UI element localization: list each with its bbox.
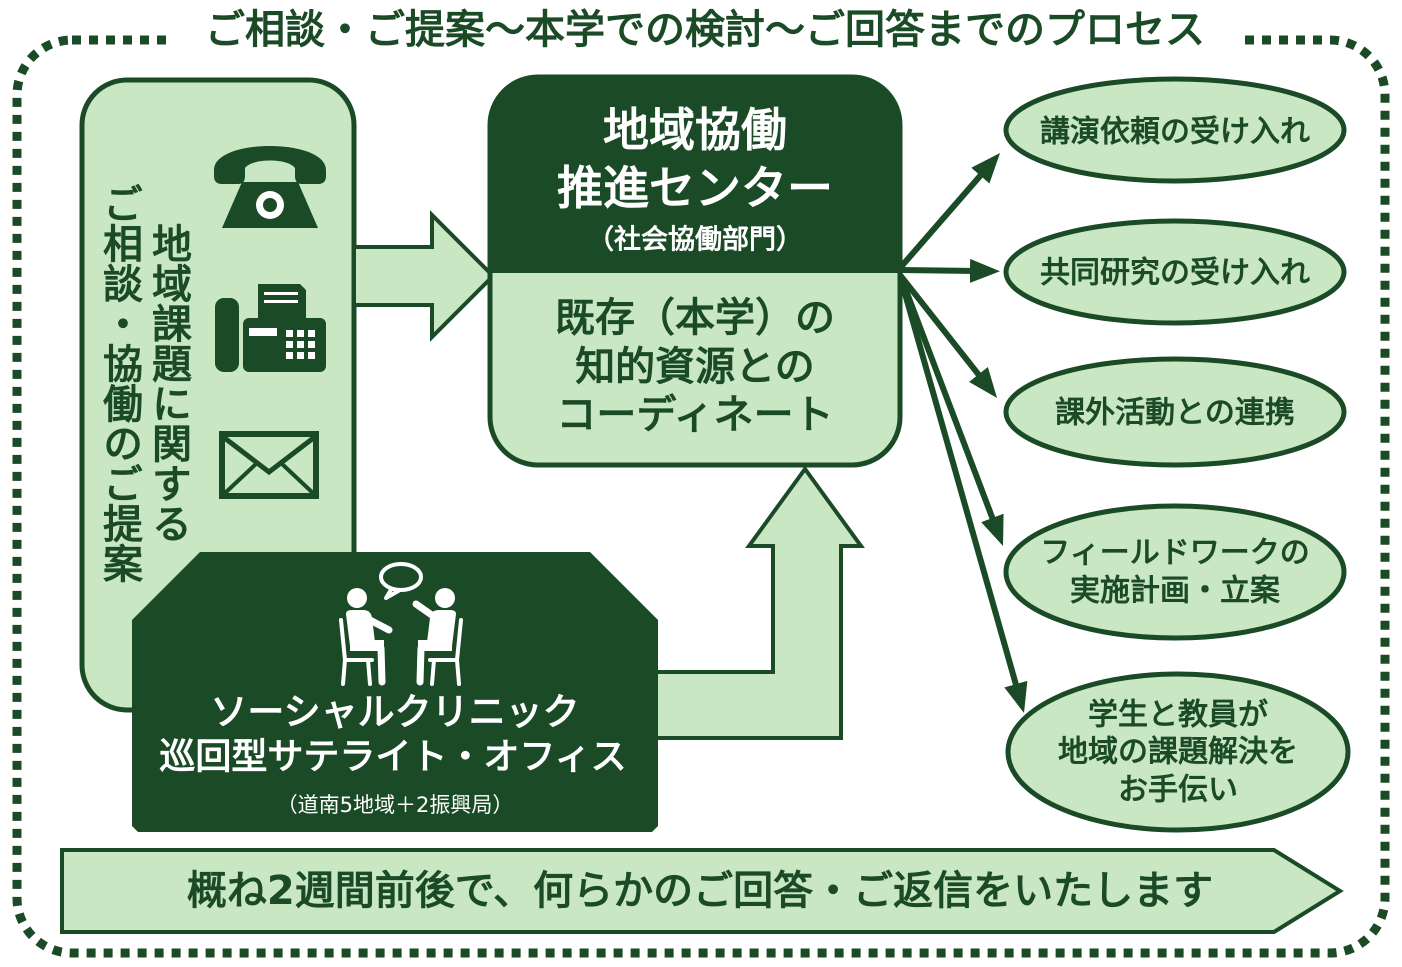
clinic-note: （道南5地域＋2振興局）	[277, 793, 514, 817]
outcome-ellipse	[1003, 503, 1347, 641]
outcome-label-line2: 実施計画・立案	[1070, 574, 1281, 609]
fax-icon	[215, 284, 326, 372]
clinic-title-line1: ソーシャルクリニック	[210, 691, 579, 734]
outcome-ellipse	[1005, 671, 1351, 833]
outcome-label-line2: 地域の課題解決を	[1058, 735, 1298, 770]
center-body-line2: 知的資源との	[575, 344, 815, 390]
arrow-to-joint-research	[899, 258, 1000, 283]
outcome-ellipse	[1003, 218, 1347, 326]
person-left	[339, 588, 393, 686]
center-subtitle: （社会協働部門）	[587, 224, 803, 256]
outcome-label-line1: 学生と教員が	[1088, 698, 1268, 733]
response-arrow	[60, 848, 1344, 934]
center-body-line3: コーディネート	[556, 392, 833, 438]
outcome-label-line1: フィールドワークの	[1040, 536, 1309, 571]
clinic-box-shape	[132, 552, 658, 832]
center-box-header	[490, 77, 900, 273]
response-banner: 概ね2週間前後で、何らかのご回答・ご返信をいたします	[60, 848, 1344, 934]
outcome-label: 講演依頼の受け入れ	[1040, 115, 1310, 150]
arrow-to-fieldwork-planning	[899, 278, 1004, 546]
people-meeting-icon	[339, 562, 463, 686]
outcome-lecture-requests: 講演依頼の受け入れ	[1003, 76, 1347, 184]
arrow-to-extracurricular-link	[897, 273, 998, 398]
outcome-ellipse	[1003, 356, 1347, 468]
envelope-icon	[219, 431, 319, 499]
arrow-clinic-to-center	[638, 465, 865, 740]
diagram-title: ご相談・ご提案～本学での検討～ご回答までのプロセス	[205, 7, 1205, 53]
title-backdrop	[172, 6, 1238, 60]
arrow-proposal-to-center	[352, 210, 496, 342]
center-title-line2: 推進センター	[557, 161, 833, 215]
clinic-title-line2: 巡回型サテライト・オフィス	[159, 737, 626, 778]
center-body-line1: 既存（本学）の	[555, 295, 835, 341]
telephone-icon	[214, 146, 326, 228]
center-title-line1: 地域協働	[603, 103, 787, 157]
outcome-arrows	[897, 153, 1028, 713]
outcome-label: 課外活動との連携	[1055, 396, 1295, 431]
person-right	[412, 588, 463, 686]
proposal-text-right: 地域課題に関する	[145, 222, 191, 543]
center-box: 地域協働 推進センター （社会協働部門） 既存（本学）の 知的資源との コーディ…	[487, 74, 903, 468]
outcome-ellipse	[1003, 76, 1347, 184]
outcome-label: 共同研究の受け入れ	[1040, 256, 1310, 291]
outcome-label-line3: お手伝い	[1118, 773, 1238, 808]
arrow-to-lecture-requests	[897, 153, 1001, 270]
clinic-box: ソーシャルクリニック 巡回型サテライト・オフィス （道南5地域＋2振興局）	[132, 552, 658, 832]
arrow-to-community-problem-solving	[899, 282, 1028, 713]
outcome-extracurricular-link: 課外活動との連携	[1003, 356, 1347, 468]
response-text: 概ね2週間前後で、何らかのご回答・ご返信をいたします	[187, 868, 1213, 914]
outcome-fieldwork-planning: フィールドワークの 実施計画・立案	[1003, 503, 1347, 641]
proposal-text-left: ご相談・協働のご提案	[96, 182, 142, 583]
outcome-joint-research: 共同研究の受け入れ	[1003, 218, 1347, 326]
outcome-community-problem-solving: 学生と教員が 地域の課題解決を お手伝い	[1005, 671, 1351, 833]
